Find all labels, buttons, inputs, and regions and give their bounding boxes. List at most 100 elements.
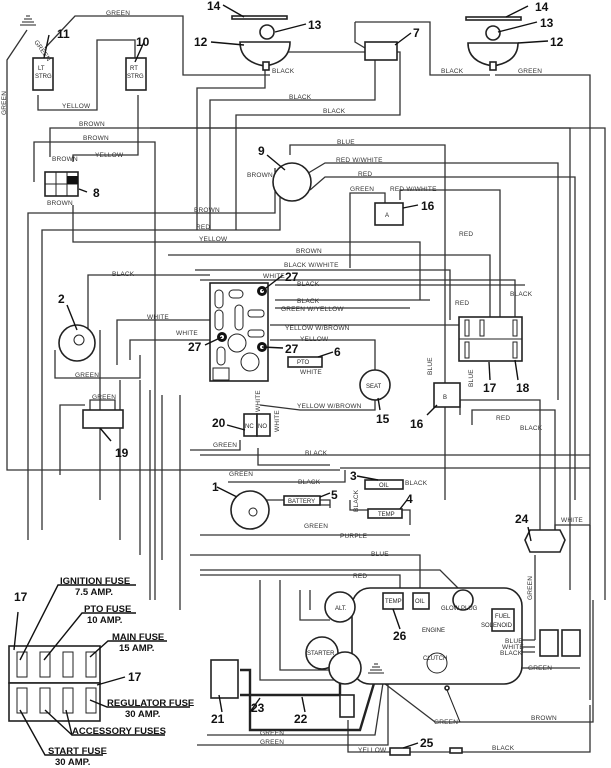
rt-strg-label-2: STRG: [127, 74, 144, 80]
wire-label: RED: [196, 224, 210, 231]
main-fuse-rating: 15 AMP.: [119, 643, 154, 654]
label-16-top: 16: [421, 199, 435, 213]
battery-light-5: [283, 495, 321, 506]
relay-block-17-18: [458, 316, 523, 362]
ground-symbol-top: [20, 15, 36, 26]
wire-label: YELLOW W/BROWN: [297, 403, 362, 410]
relay-a-label: A: [385, 213, 389, 219]
wire-label: RED: [496, 415, 510, 422]
headlight-right: [465, 16, 522, 71]
wire-label: RED: [459, 231, 473, 238]
pto-label: PTO: [297, 360, 310, 366]
rt-strg-switch-10: [125, 57, 147, 91]
wire-label: BLACK: [298, 479, 321, 486]
wire-label: WHITE: [176, 330, 198, 337]
label-17-fuse-top: 17: [14, 590, 28, 604]
label-16-bottom: 16: [410, 417, 424, 431]
clutch: [426, 652, 448, 674]
engine-label: ENGINE: [422, 628, 445, 634]
wire-label: GREEN: [527, 576, 534, 600]
diode-module-19: [82, 409, 124, 429]
pto-fuse-rating: 10 AMP.: [87, 615, 122, 626]
label-6: 6: [334, 345, 341, 359]
hour-meter-2: [58, 324, 96, 362]
fuel-label: FUEL: [495, 614, 511, 620]
label-22: 22: [294, 712, 308, 726]
wire-label: RED W/WHITE: [390, 186, 437, 193]
battery-light-label: BATTERY: [288, 499, 315, 505]
fuse-legend: IGNITION FUSE 7.5 AMP. PTO FUSE 10 AMP. …: [48, 576, 194, 768]
label-17-right: 17: [483, 381, 497, 395]
wire-label: GREEN: [518, 68, 542, 75]
lt-strg-switch-11: [32, 57, 54, 91]
no-label: NO: [258, 424, 267, 430]
relay-16-a: [374, 202, 404, 226]
battery-21: [210, 659, 239, 699]
wire-label: BROWN: [52, 156, 78, 163]
wire-label: BLACK: [353, 489, 360, 512]
pto-switch-6: [287, 356, 323, 368]
label-3: 3: [350, 469, 357, 483]
wire-label: GREEN: [350, 186, 374, 193]
label-20: 20: [212, 416, 226, 430]
number-leaders: [43, 4, 549, 749]
wire-label: BLUE: [427, 357, 434, 375]
label-13-right: 13: [540, 16, 554, 30]
wire-label: BROWN: [47, 200, 73, 207]
wire-label: WHITE: [502, 644, 524, 651]
wire-label: BLACK: [305, 450, 328, 457]
label-23: 23: [251, 701, 265, 715]
label-15: 15: [376, 412, 390, 426]
starter-label: STARTER: [307, 651, 335, 657]
pto-fuse-label: PTO FUSE: [84, 604, 131, 615]
wire-label: RED W/WHITE: [336, 157, 383, 164]
label-13-left: 13: [308, 18, 322, 32]
label-26: 26: [393, 629, 407, 643]
lt-strg-label-2: STRG: [35, 74, 52, 80]
label-4: 4: [406, 492, 413, 506]
fuse-block-17: [8, 645, 101, 722]
wire-label: YELLOW: [199, 236, 228, 243]
wire-label: YELLOW: [95, 152, 124, 159]
ignition-switch-1: [230, 490, 270, 530]
wire-label: GREEN W/YELLOW: [281, 306, 344, 313]
label-9: 9: [258, 144, 265, 158]
oil-sender: [412, 592, 430, 610]
wire-label: BROWN: [194, 207, 220, 214]
component-text: LT STRG RT STRG SEAT NC NO PTO BATTERY O…: [35, 66, 513, 662]
seat-label: SEAT: [366, 384, 382, 390]
fuel-solenoid: [491, 608, 515, 632]
inline-fuse-25: [389, 747, 411, 756]
seat-switch-15: [359, 369, 391, 401]
regulator-fuse-rating: 30 AMP.: [125, 709, 160, 720]
temp-light-label: TEMP: [378, 512, 395, 518]
wire-label: GREEN: [1, 91, 8, 115]
start-fuse-label: START FUSE: [48, 746, 107, 757]
wire-label: BLACK: [297, 281, 320, 288]
bulb-13-left: [259, 24, 275, 40]
wire-label: BLUE: [468, 369, 475, 387]
wire-label: GREEN: [260, 730, 284, 737]
label-1: 1: [212, 480, 219, 494]
wire-label: RED: [358, 171, 372, 178]
wire-label: WHITE: [274, 410, 281, 432]
wire-label: BROWN: [296, 248, 322, 255]
oil-light-label: OIL: [379, 483, 389, 489]
wire-label: BROWN: [247, 172, 273, 179]
label-27-left: 27: [188, 340, 202, 354]
starter-solenoid: [339, 694, 355, 718]
wire-label: BLACK: [510, 291, 533, 298]
connector-fuel: [539, 629, 581, 657]
label-27-top: 27: [285, 270, 299, 284]
oil-sender-label: OIL: [415, 599, 425, 605]
wire-label: BROWN: [531, 715, 557, 722]
alt-label: ALT.: [335, 606, 347, 612]
connector-8: [44, 171, 79, 197]
wire-label: GREEN: [528, 665, 552, 672]
glow-plug: [452, 589, 474, 611]
alternator: [324, 591, 356, 623]
fuse-leaders: [13, 584, 190, 756]
temp-sender-label: TEMP: [385, 599, 402, 605]
label-14-right: 14: [535, 0, 549, 14]
wire-label: BLACK: [520, 425, 543, 432]
